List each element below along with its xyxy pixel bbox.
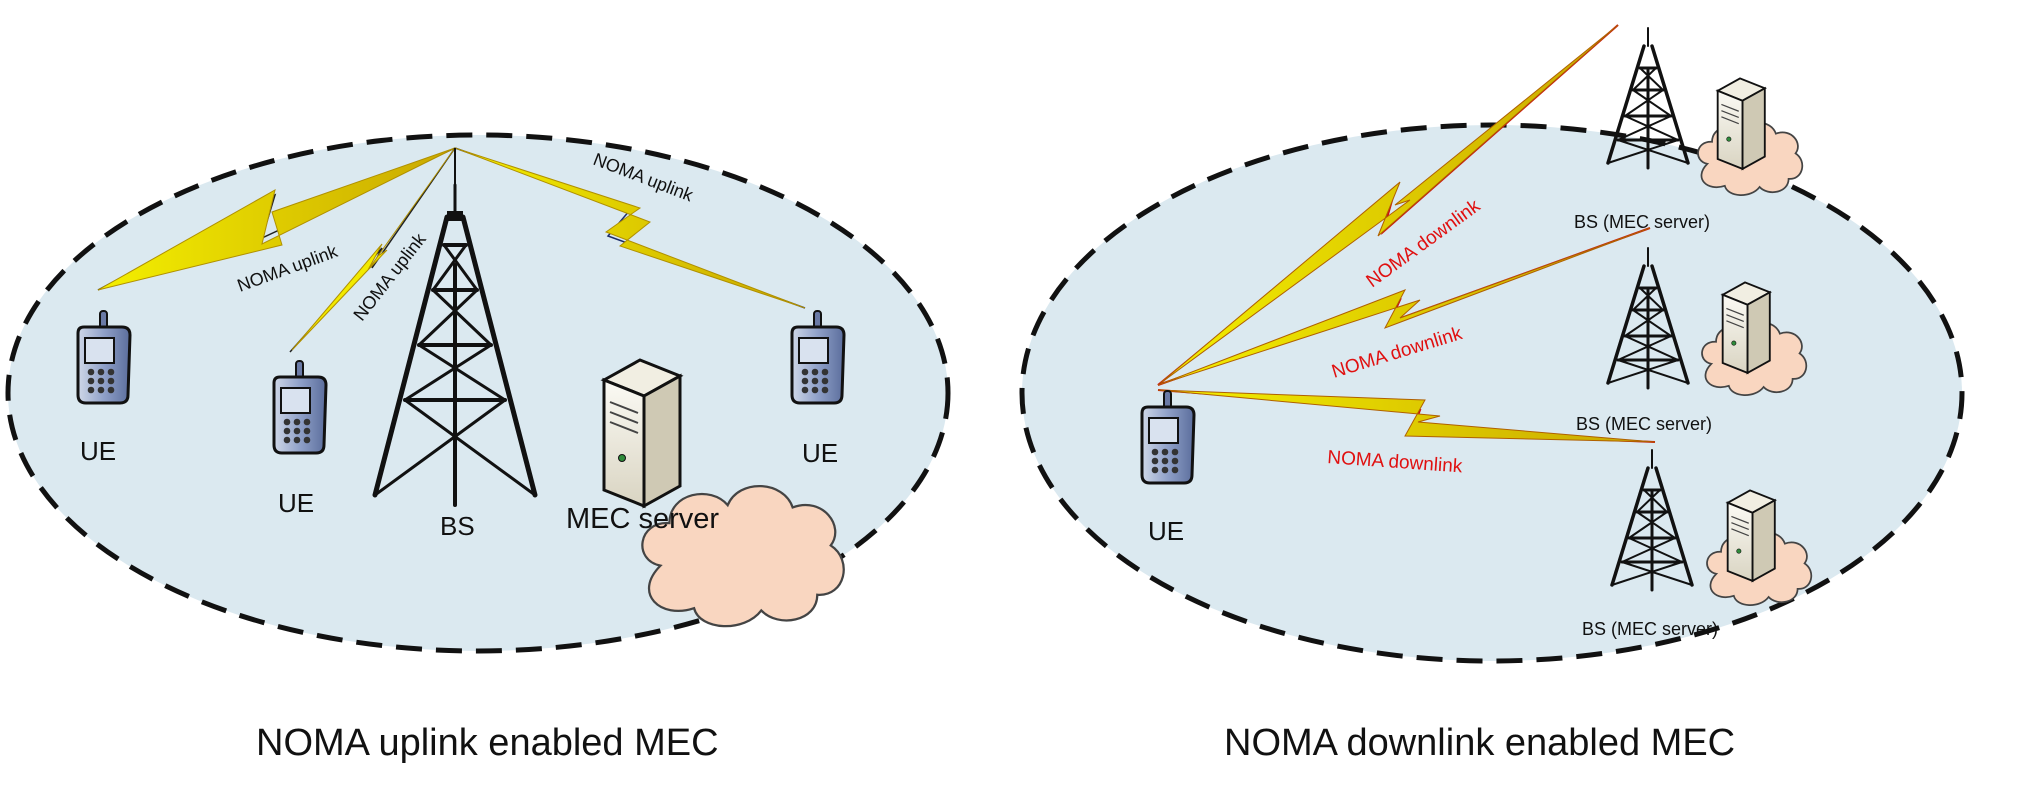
downlink-link-bs3	[1157, 389, 1656, 443]
downlink-caption: NOMA downlink enabled MEC	[1224, 722, 1735, 764]
bs-label: BS	[440, 511, 475, 541]
uplink-caption: NOMA uplink enabled MEC	[256, 722, 719, 764]
bs-mec-label-1: BS (MEC server)	[1574, 212, 1710, 232]
ue-label-2: UE	[278, 488, 314, 518]
downlink-panel: UE BS (MEC server) BS (MEC server) BS (M…	[1019, 24, 1965, 764]
downlink-cell-area	[1019, 122, 1965, 664]
base-station-tower	[375, 148, 535, 505]
downlink-ue-label: UE	[1148, 516, 1184, 546]
uplink-panel: UE UE UE BS MEC server NOMA uplink NOMA …	[5, 132, 951, 764]
downlink-link-bs1	[1157, 24, 1619, 386]
bs-mec-label-2: BS (MEC server)	[1576, 414, 1712, 434]
ue-label-3: UE	[802, 438, 838, 468]
bs-mec-label-3: BS (MEC server)	[1582, 619, 1718, 639]
uplink-link-ue3	[454, 147, 806, 309]
ue-label-1: UE	[80, 436, 116, 466]
downlink-link-bs2	[1157, 227, 1651, 386]
mec-server-label: MEC server	[566, 503, 719, 535]
